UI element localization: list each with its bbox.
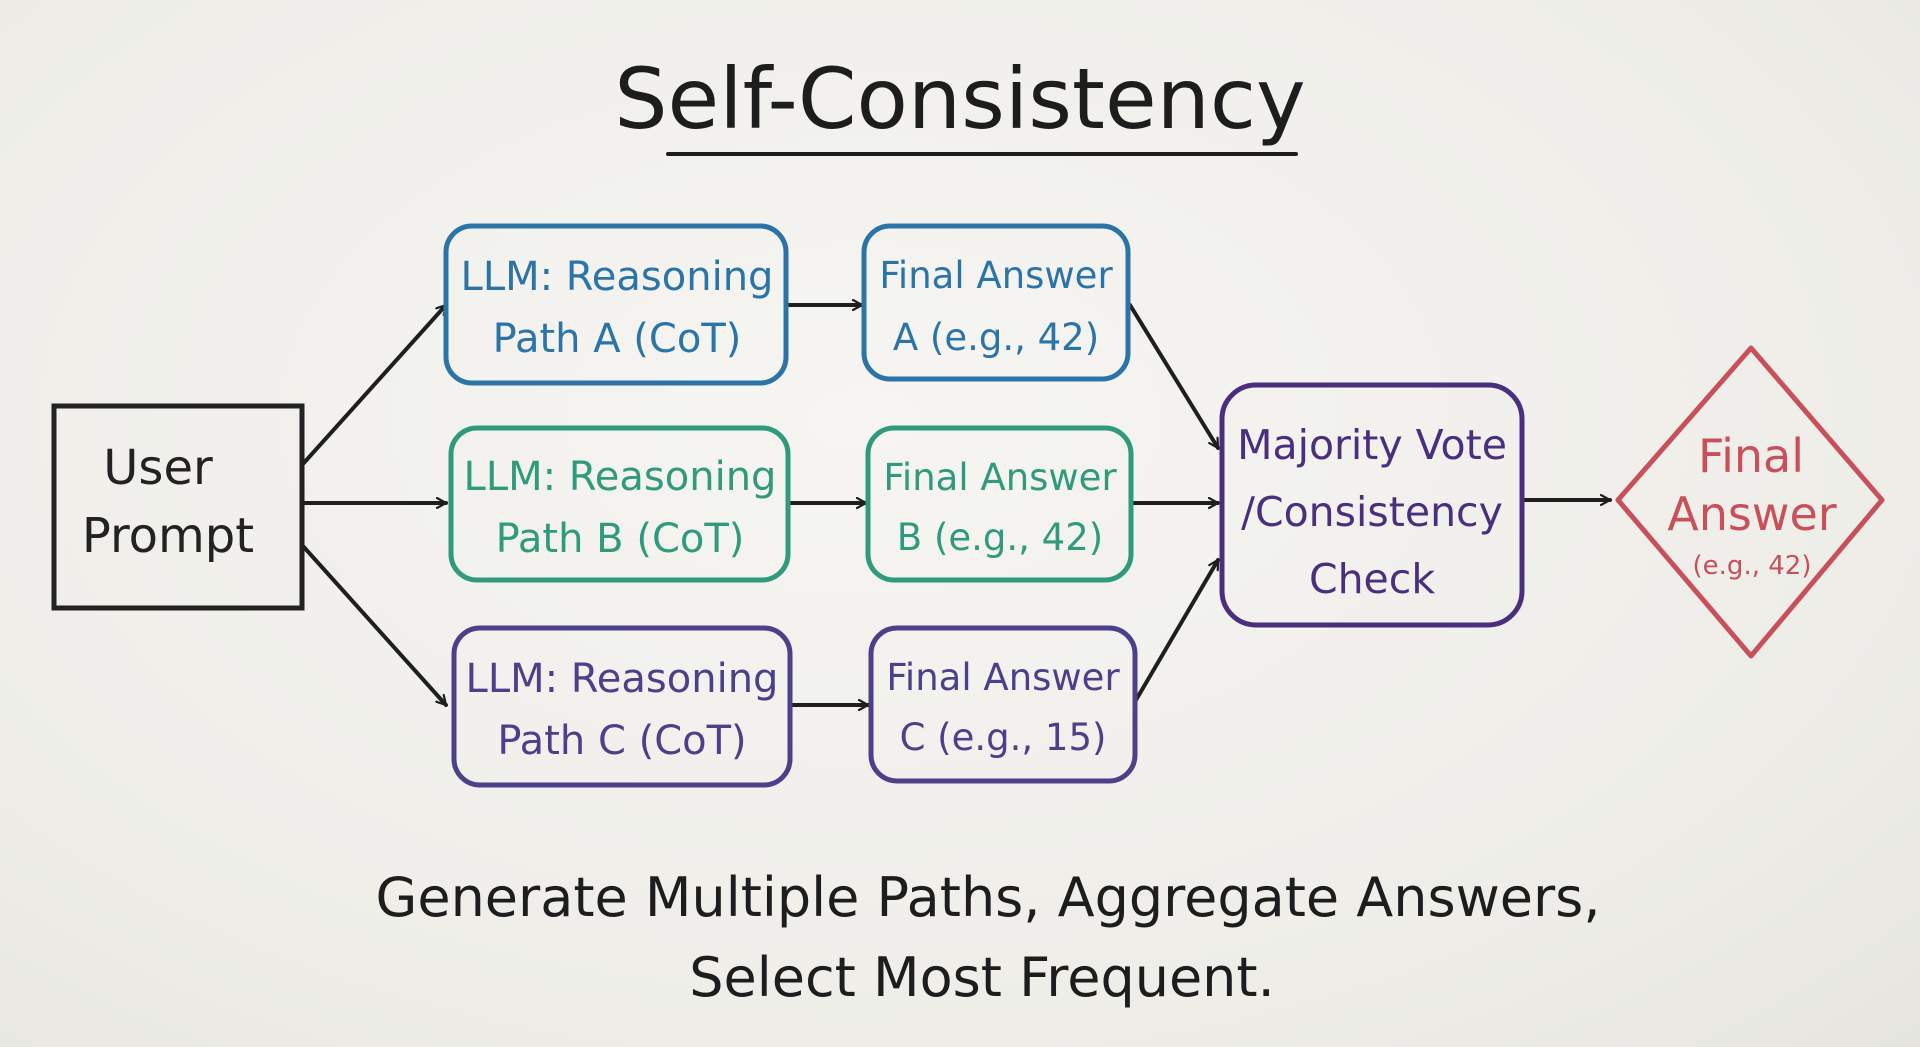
user-prompt-line-1: User (103, 440, 213, 496)
edges (300, 303, 1612, 707)
node-answer-b: Final Answer B (e.g., 42) (865, 425, 1134, 583)
node-reasoning-c: LLM: Reasoning Path C (CoT) (451, 625, 793, 788)
caption-line-2: Select Most Frequent. (689, 946, 1275, 1009)
answer-b-line-2: B (e.g., 42) (897, 516, 1103, 559)
answer-c-line-1: Final Answer (886, 656, 1120, 699)
reasoning-c-line-1: LLM: Reasoning (466, 656, 779, 702)
user-prompt-box (51, 403, 305, 611)
final-answer-line-3: (e.g., 42) (1693, 551, 1812, 581)
majority-vote-box (1219, 382, 1525, 628)
node-reasoning-b: LLM: Reasoning Path B (CoT) (448, 425, 791, 583)
edge-answer-a-to-vote (1128, 303, 1220, 450)
answer-c-line-2: C (e.g., 15) (900, 716, 1107, 759)
reasoning-a-box (443, 223, 789, 386)
majority-vote-line-1: Majority Vote (1237, 421, 1507, 469)
reasoning-a-line-1: LLM: Reasoning (461, 254, 774, 300)
reasoning-c-box (451, 625, 793, 788)
majority-vote-line-3: Check (1309, 555, 1435, 603)
final-answer-diamond (1615, 345, 1885, 659)
node-reasoning-a: LLM: Reasoning Path A (CoT) (443, 223, 789, 386)
diagram-title: Self-Consistency (614, 50, 1306, 148)
answer-a-box (861, 223, 1131, 382)
edge-prompt-to-reasoning-a (300, 303, 448, 467)
node-answer-c: Final Answer C (e.g., 15) (868, 625, 1138, 784)
answer-a-line-1: Final Answer (879, 254, 1113, 297)
answer-b-box (865, 425, 1134, 583)
edge-answer-c-to-vote (1134, 558, 1220, 702)
answer-b-line-1: Final Answer (883, 456, 1117, 499)
reasoning-b-line-2: Path B (CoT) (496, 516, 745, 562)
reasoning-b-line-1: LLM: Reasoning (464, 454, 777, 500)
final-answer-line-1: Final (1698, 429, 1804, 483)
node-user-prompt: User Prompt (51, 403, 305, 611)
node-final-answer: Final Answer (e.g., 42) (1615, 345, 1885, 659)
user-prompt-line-2: Prompt (82, 508, 254, 564)
final-answer-line-2: Answer (1667, 487, 1837, 541)
reasoning-c-line-2: Path C (CoT) (497, 718, 746, 764)
answer-a-line-2: A (e.g., 42) (893, 316, 1099, 359)
reasoning-b-box (448, 425, 791, 583)
majority-vote-line-2: /Consistency (1241, 488, 1503, 536)
edge-prompt-to-reasoning-c (300, 543, 448, 707)
caption-line-1: Generate Multiple Paths, Aggregate Answe… (376, 866, 1601, 929)
answer-c-box (868, 625, 1138, 784)
reasoning-a-line-2: Path A (CoT) (493, 316, 742, 362)
node-answer-a: Final Answer A (e.g., 42) (861, 223, 1131, 382)
node-majority-vote: Majority Vote /Consistency Check (1219, 382, 1525, 628)
